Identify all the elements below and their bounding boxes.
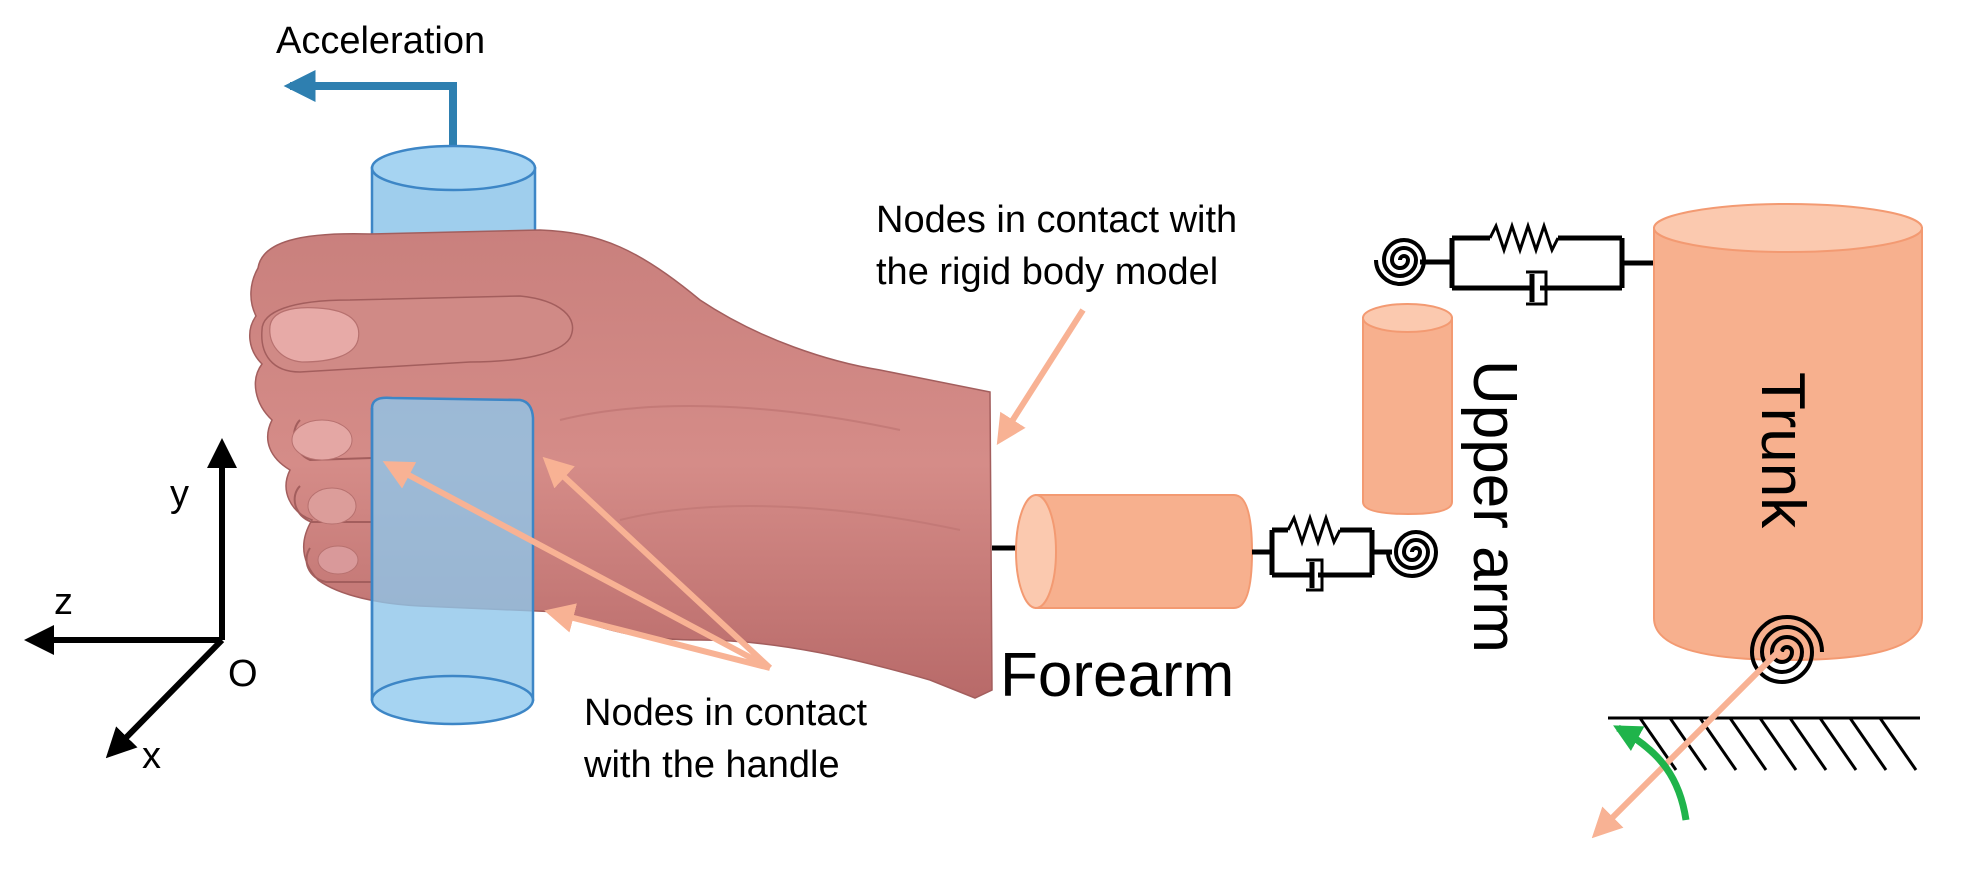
hatched-ground-icon	[1608, 716, 1920, 771]
elbow-spring-damper	[1252, 513, 1392, 592]
forearm-label: Forearm	[1000, 641, 1234, 710]
zigzag-spring-icon	[1488, 221, 1560, 255]
acceleration-label: Acceleration	[276, 20, 485, 62]
nodes-handle-label-line2: with the handle	[583, 744, 840, 786]
zigzag-spring-icon	[1286, 513, 1342, 547]
acceleration-arrow	[283, 70, 457, 168]
axis-y-label: y	[170, 473, 189, 515]
handle-node-pointers	[382, 456, 773, 671]
nodes-rigid-label-line1: Nodes in contact with	[876, 199, 1237, 241]
elbow-torsion-spring	[1386, 530, 1439, 578]
trunk-label: Trunk	[1748, 372, 1817, 529]
shoulder-torsion-spring	[1374, 238, 1427, 286]
spiral-spring-icon	[1386, 530, 1439, 578]
rotation-axis-arrow	[1591, 647, 1783, 839]
axis-z-label: z	[54, 581, 73, 623]
nodes-handle-label-line1: Nodes in contact	[584, 692, 867, 734]
origin-label: O	[228, 653, 258, 695]
spiral-spring-icon	[1374, 238, 1427, 286]
handle-bottom-cylinder	[370, 396, 535, 726]
rigid-node-pointer	[996, 308, 1086, 446]
upper-arm-cylinder	[1362, 303, 1453, 516]
nodes-rigid-label-line2: the rigid body model	[876, 251, 1218, 293]
rotation-direction-arrow	[1613, 724, 1690, 821]
trunk-cylinder	[1653, 203, 1923, 662]
shoulder-spring-damper	[1420, 221, 1654, 306]
axis-x-label: x	[142, 735, 161, 777]
coordinate-axes	[23, 438, 237, 759]
forearm-cylinder	[1015, 494, 1254, 609]
upper-arm-label: Upper arm	[1460, 360, 1529, 653]
